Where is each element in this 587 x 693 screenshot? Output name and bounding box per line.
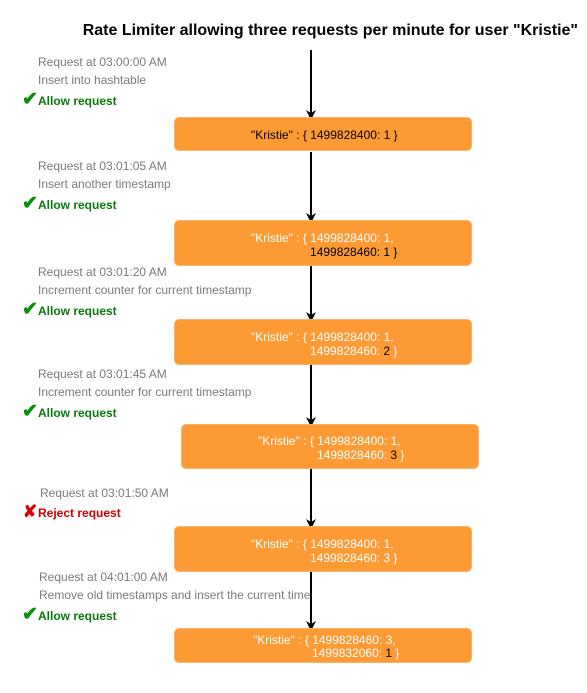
step-6-request-time: Request at 04:01:00 AM bbox=[39, 570, 168, 584]
check-icon: ✔ bbox=[22, 89, 38, 110]
state-3-line-2: 1499828460: 2 } bbox=[310, 344, 398, 358]
hashtable-state-3: "Kristie" : { 1499828400: 1, 1499828460:… bbox=[174, 319, 472, 365]
step-4-result: ✔Allow request bbox=[22, 400, 117, 423]
state-6-line-2: 1499832060: 1 } bbox=[312, 646, 400, 660]
check-icon: ✔ bbox=[22, 401, 38, 422]
step-5-request-time: Request at 03:01:50 AM bbox=[40, 486, 169, 500]
step-5-result: ✘Reject request bbox=[22, 502, 121, 522]
step-6-result: ✔Allow request bbox=[22, 603, 117, 626]
state-3-line-1: "Kristie" : { 1499828400: 1, bbox=[251, 330, 394, 344]
step-1-result-label: Allow request bbox=[38, 94, 117, 108]
state-2-line-2: 1499828460: 1 } bbox=[310, 245, 398, 259]
step-3-result-label: Allow request bbox=[38, 304, 117, 318]
step-3-request-time: Request at 03:01:20 AM bbox=[38, 265, 167, 279]
step-2-action: Insert another timestamp bbox=[38, 177, 171, 191]
x-icon: ✘ bbox=[22, 502, 38, 521]
step-2-request-time: Request at 03:01:05 AM bbox=[38, 159, 167, 173]
diagram-title: Rate Limiter allowing three requests per… bbox=[82, 22, 578, 39]
check-icon: ✔ bbox=[22, 604, 38, 625]
step-6-action: Remove old timestamps and insert the cur… bbox=[39, 588, 311, 602]
step-6-result-label: Allow request bbox=[38, 609, 117, 623]
step-4-result-label: Allow request bbox=[38, 406, 117, 420]
state-6-line-1: "Kristie" : { 1499828460: 3, bbox=[253, 633, 396, 647]
check-icon: ✔ bbox=[22, 193, 38, 214]
hashtable-state-5: "Kristie" : { 1499828400: 1, 1499828460:… bbox=[174, 526, 472, 572]
state-1-line-1: "Kristie" : { 1499828400: 1 } bbox=[251, 128, 398, 142]
state-2-line-1: "Kristie" : { 1499828400: 1, bbox=[251, 231, 394, 245]
hashtable-state-2: "Kristie" : { 1499828400: 1, 1499828460:… bbox=[174, 220, 472, 266]
state-5-line-1: "Kristie" : { 1499828400: 1, bbox=[251, 537, 394, 551]
hashtable-state-6: "Kristie" : { 1499828460: 3, 1499832060:… bbox=[174, 628, 472, 663]
step-2-result-label: Allow request bbox=[38, 198, 117, 212]
hashtable-state-1: "Kristie" : { 1499828400: 1 } bbox=[174, 117, 472, 151]
step-4-action: Increment counter for current timestamp bbox=[38, 385, 252, 399]
step-2-result: ✔Allow request bbox=[22, 192, 117, 215]
state-4-line-2: 1499828460: 3 } bbox=[317, 448, 405, 462]
step-1-result: ✔Allow request bbox=[22, 88, 117, 111]
step-1-action: Insert into hashtable bbox=[38, 73, 147, 87]
step-3-result: ✔Allow request bbox=[22, 298, 117, 321]
state-4-line-1: "Kristie" : { 1499828400: 1, bbox=[258, 434, 401, 448]
step-5-result-label: Reject request bbox=[38, 506, 121, 520]
state-5-line-2: 1499828460: 3 } bbox=[310, 551, 398, 565]
hashtable-state-4: "Kristie" : { 1499828400: 1, 1499828460:… bbox=[181, 424, 479, 469]
step-3-action: Increment counter for current timestamp bbox=[38, 283, 252, 297]
step-1-request-time: Request at 03:00:00 AM bbox=[38, 55, 167, 69]
step-4-request-time: Request at 03:01:45 AM bbox=[38, 367, 167, 381]
check-icon: ✔ bbox=[22, 299, 38, 320]
